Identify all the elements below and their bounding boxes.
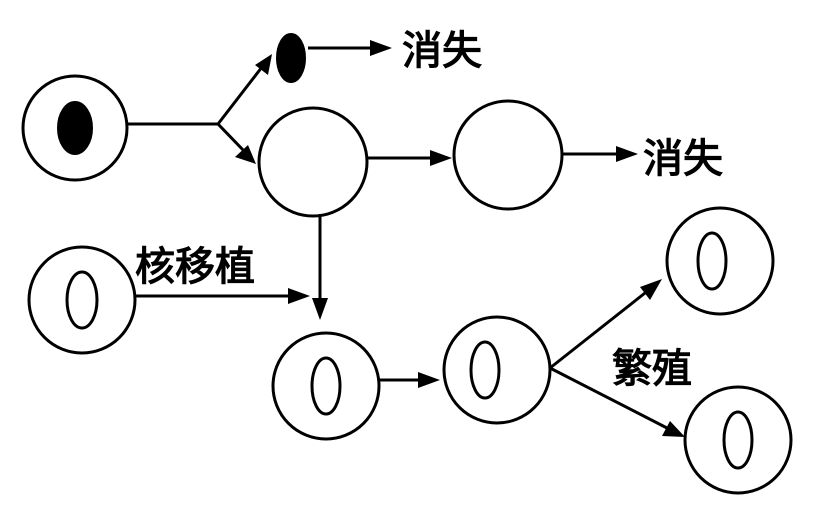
label-disappear-top: 消失 [402, 28, 483, 74]
branch-arrow-from-original [127, 54, 272, 164]
arrow-second-to-disappear [562, 146, 638, 162]
label-reproduce: 繁殖 [612, 346, 692, 392]
donor-cell-with-nucleus [27, 245, 137, 355]
reconstructed-cell [271, 331, 381, 441]
label-disappear-mid: 消失 [643, 136, 724, 182]
arrow-nucleus-to-disappear [308, 40, 392, 56]
enucleated-cell [257, 106, 369, 218]
label-nuclear-transfer: 核移植 [135, 244, 255, 290]
arrow-nuclear-transfer [135, 288, 310, 304]
offspring-cell-top [665, 206, 775, 316]
donor-nucleus [65, 270, 99, 330]
original-cell-with-nucleus [21, 74, 129, 182]
enucleated-cell-second [452, 99, 564, 211]
arrow-reproduce-branches [549, 279, 685, 437]
offspring-cell-bottom [683, 385, 793, 495]
arrow-enucleated-to-second [367, 150, 452, 166]
removed-nucleus [276, 33, 306, 83]
dark-nucleus [57, 101, 93, 155]
dividing-cell [442, 315, 552, 425]
arrow-enucleated-down [312, 214, 328, 320]
arrow-reconstructed-to-dividing [379, 372, 440, 388]
